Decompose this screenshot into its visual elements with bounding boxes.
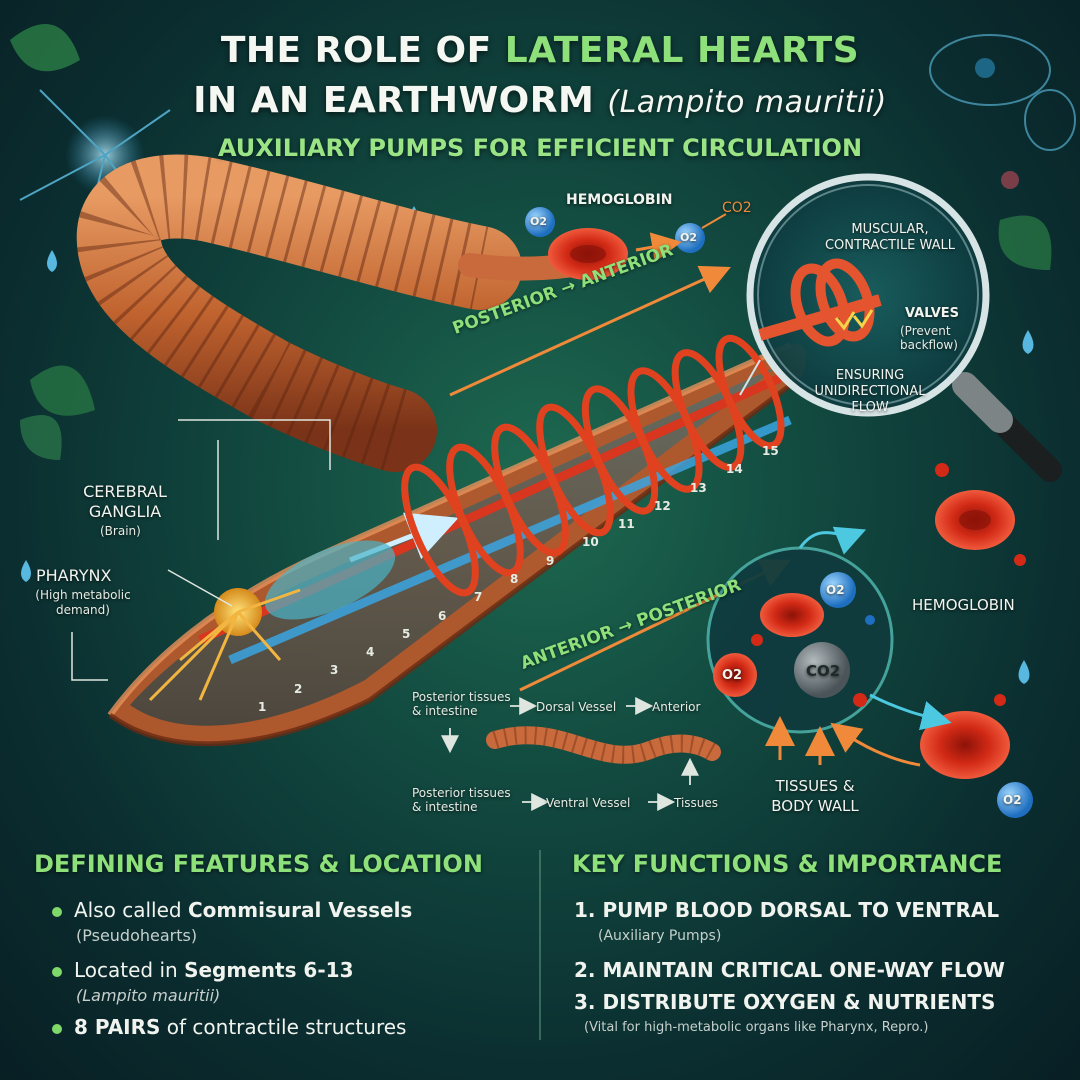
co2-label: CO2 [722,200,752,216]
tissues-body-wall-label: TISSUES & BODY WALL [771,777,859,815]
function-item: 2. MAINTAIN CRITICAL ONE-WAY FLOW [574,958,1005,982]
function-item: 3. DISTRIBUTE OXYGEN & NUTRIENTS [574,990,996,1014]
o2-label: O2 [722,668,743,683]
pharynx-note: (High metabolic demand) [35,588,131,617]
o2-molecule-icon [675,223,705,253]
features-heading: DEFINING FEATURES & LOCATION [34,850,483,878]
magnifier-zoom-line [739,359,761,396]
leaf-icon [10,24,1052,460]
page-subtitle: AUXILIARY PUMPS FOR EFFICIENT CIRCULATIO… [217,134,863,162]
segment-number: 15 [762,444,779,458]
cerebral-ganglia [148,588,301,702]
dorsal-destination-label: Anterior [652,700,701,714]
muscular-wall-label: MUSCULAR, CONTRACTILE WALL [824,222,956,253]
segment-number: 12 [654,498,671,513]
title-line2-prefix: IN AN EARTHWORM [193,80,608,121]
ventral-destination-label: Tissues [674,796,719,810]
earthworm-cutaway [107,342,807,747]
page-title-line-1: THE ROLE OF LATERAL HEARTS [0,30,1080,71]
functions-heading: KEY FUNCTIONS & IMPORTANCE [572,850,1003,878]
cerebral-ganglia-label: CEREBRAL GANGLIA [83,482,167,521]
valves-label: VALVES [905,306,960,321]
mini-earthworm [486,726,721,764]
segment-number: 6 [438,608,447,623]
segment-number: 10 [582,535,599,550]
dorsal-source-label: Posterior tissues & intestine [412,690,511,718]
ventral-source-label: Posterior tissues & intestine [412,786,511,814]
segment-number: 1 [258,700,267,714]
segment-number: 13 [690,480,707,495]
feature-sub: (Pseudohearts) [76,926,198,945]
lateral-hearts [401,334,785,597]
hemoglobin-right-label: HEMOGLOBIN [912,596,1015,614]
pharynx-label: PHARYNX [36,566,112,585]
bullet-icon [52,906,62,917]
brain-label: (Brain) [100,524,141,538]
segment-number: 3 [330,663,339,678]
segment-number: 2 [294,681,303,696]
feature-item: Located in Segments 6-13 [52,958,353,982]
o2-molecule-icon [997,782,1033,818]
o2-molecule-icon [820,572,856,608]
gas-exchange-arrows [765,526,952,767]
segment-number: 9 [546,553,555,568]
segment-number: 14 [726,462,743,477]
title-highlight: LATERAL HEARTS [504,30,860,71]
segment-number: 11 [618,517,635,532]
magnifier-icon [746,173,1062,482]
pharynx [264,540,396,620]
segment-number: 5 [402,626,411,641]
co2-molecule-icon [794,642,850,698]
feature-sub: (Lampito mauritii) [76,986,221,1005]
o2-label: O2 [530,215,548,228]
function-sub: (Vital for high-metabolic organs like Ph… [584,1020,929,1035]
valves-note: (Prevent backflow) [900,324,958,352]
posterior-anterior-arrow [449,265,731,397]
function-item: 1. PUMP BLOOD DORSAL TO VENTRAL [574,898,1000,922]
title-prefix: THE ROLE OF [220,30,505,71]
unidirectional-flow-label: ENSURING UNIDIRECTIONAL FLOW [814,368,926,415]
segment-number: 8 [510,572,519,586]
title-species: (Lampito mauritii) [607,85,887,120]
bullet-icon [52,1023,62,1034]
feature-item: 8 PAIRS of contractile structures [52,1015,406,1039]
o2-molecule-icon [525,207,555,237]
segment-number: 7 [474,590,483,605]
ventral-vessel-label: Ventral Vessel [546,796,631,810]
hemoglobin-top-diagram [525,207,727,280]
leader-lines [71,419,331,681]
hemoglobin-top-label: HEMOGLOBIN [566,192,673,208]
segment-number: 4 [366,645,375,660]
flow-diagram-arrows [441,697,699,811]
o2-label: O2 [680,231,698,244]
feature-item: Also called Commisural Vessels [52,898,412,922]
o2-molecule-icon [713,653,757,697]
co2-label: CO2 [806,662,841,680]
cell-decoration [929,34,1076,189]
bullet-icon [52,966,62,977]
function-sub: (Auxiliary Pumps) [598,928,722,944]
o2-label: O2 [1003,793,1022,807]
dorsal-vessel-label: Dorsal Vessel [536,700,617,714]
page-title-line-2: IN AN EARTHWORM (Lampito mauritii) [0,80,1080,121]
o2-label: O2 [826,583,845,597]
